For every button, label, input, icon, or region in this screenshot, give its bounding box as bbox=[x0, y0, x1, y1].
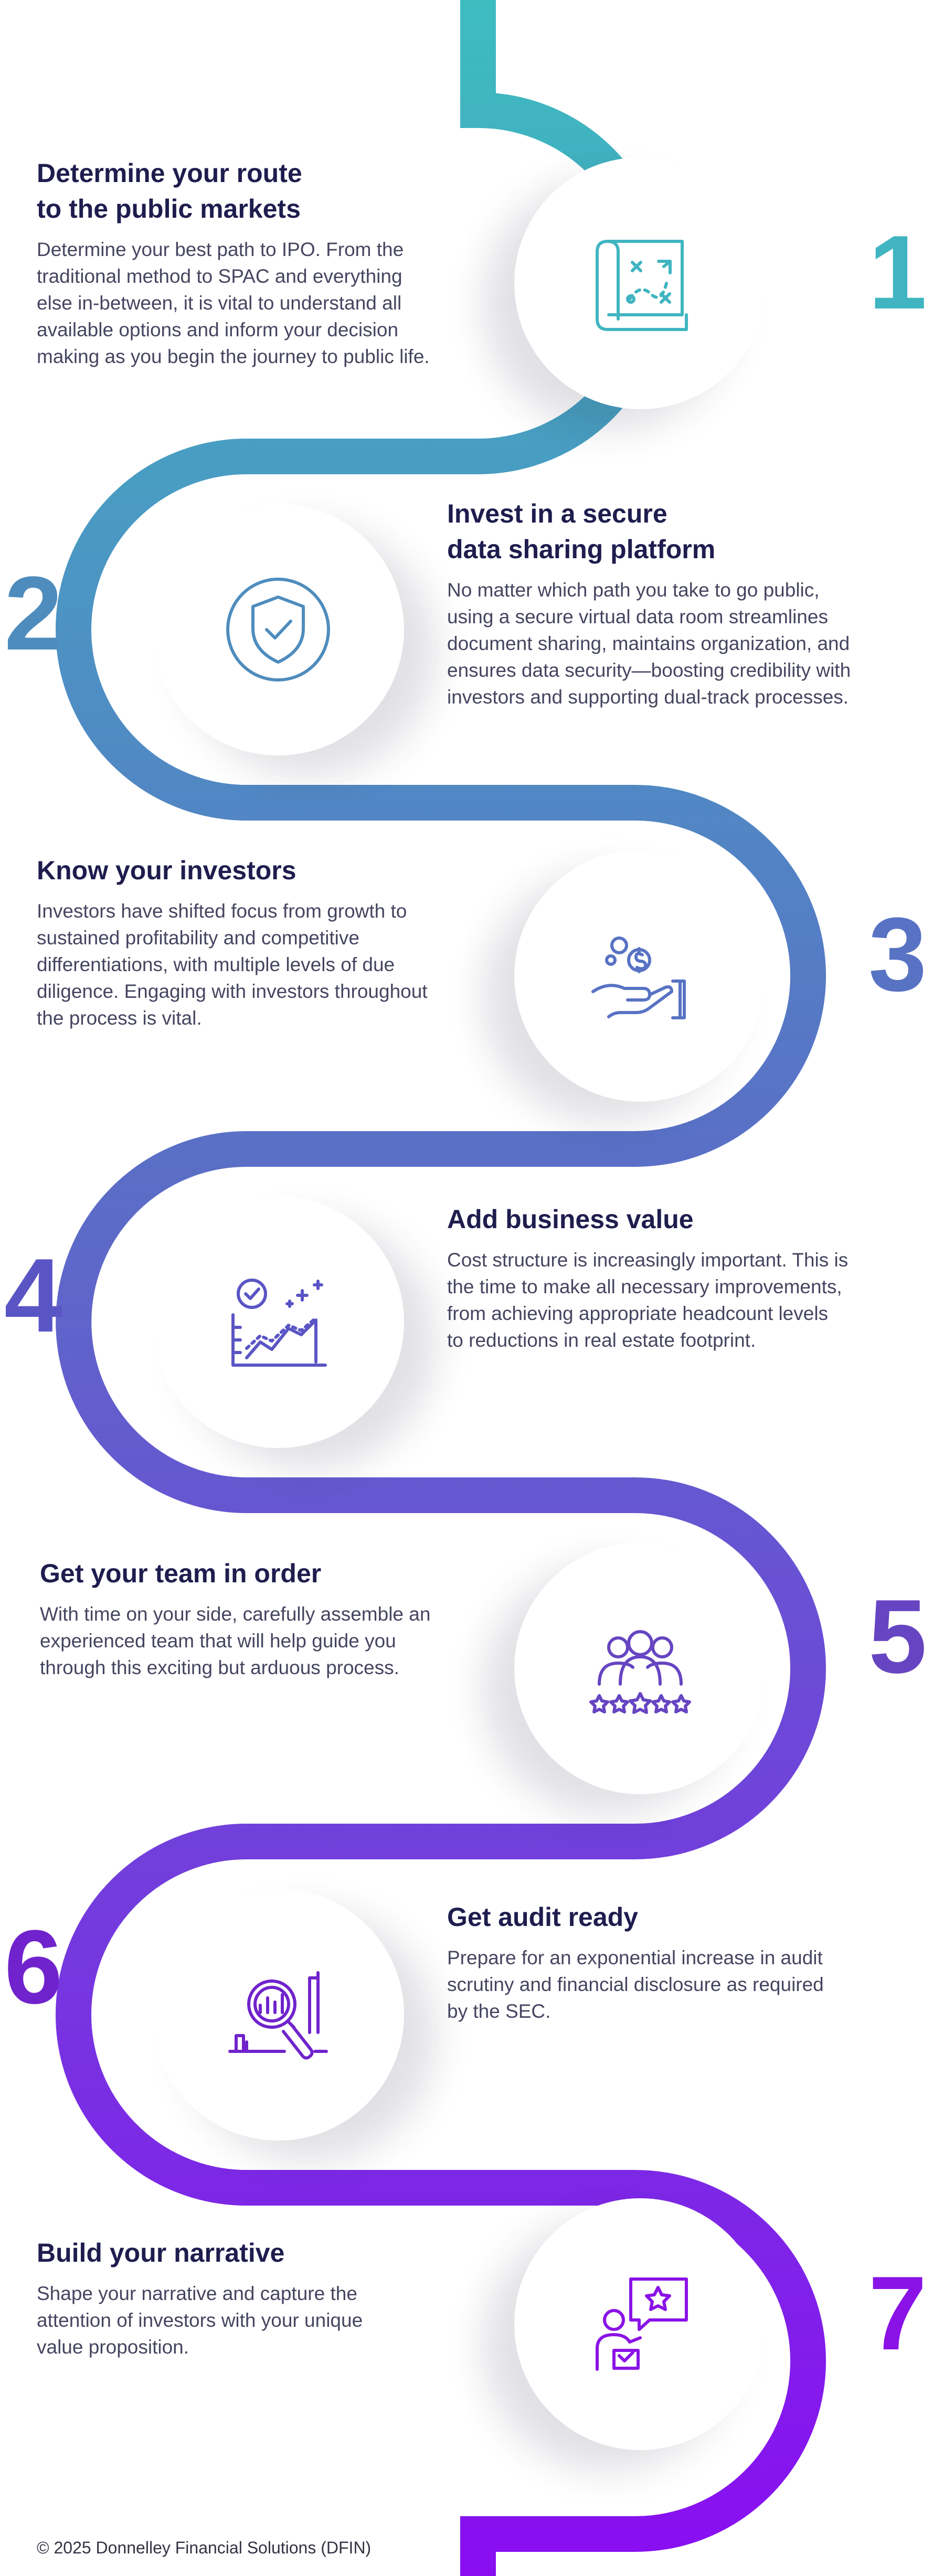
step-2-number: 2 bbox=[4, 555, 63, 672]
step-7-text: Build your narrative Shape your narrativ… bbox=[37, 2235, 509, 2360]
step-5-description: With time on your side, carefully assemb… bbox=[40, 1603, 431, 1678]
step-3-number: 3 bbox=[868, 896, 927, 1013]
step-7-title: Build your narrative bbox=[37, 2238, 285, 2268]
step-3-circle bbox=[514, 850, 766, 1102]
team-stars-icon bbox=[589, 1630, 691, 1714]
step-7-circle bbox=[514, 2198, 766, 2450]
step-1-title: Determine your route to the public marke… bbox=[37, 158, 302, 223]
step-5-title: Get your team in order bbox=[40, 1559, 322, 1588]
growth-chart-icon bbox=[231, 1279, 327, 1367]
step-3-title: Know your investors bbox=[37, 856, 296, 885]
step-7-description: Shape your narrative and capture the att… bbox=[37, 2283, 363, 2358]
copyright-footer: © 2025 Donnelley Financial Solutions (DF… bbox=[37, 2538, 372, 2557]
step-4-text: Add business value Cost structure is inc… bbox=[447, 1201, 919, 1354]
step-2-description: No matter which path you take to go publ… bbox=[447, 579, 851, 708]
step-6-text: Get audit ready Prepare for an exponenti… bbox=[447, 1899, 919, 2025]
step-3-description: Investors have shifted focus from growth… bbox=[37, 900, 428, 1029]
step-4-description: Cost structure is increasingly important… bbox=[447, 1249, 849, 1351]
step-3-text: Know your investors Investors have shift… bbox=[37, 853, 509, 1031]
step-5-text: Get your team in order With time on your… bbox=[40, 1556, 512, 1681]
step-6-description: Prepare for an exponential increase in a… bbox=[447, 1947, 824, 2022]
step-1-number: 1 bbox=[868, 214, 927, 331]
step-2-text: Invest in a secure data sharing platform… bbox=[447, 496, 919, 710]
step-6-title: Get audit ready bbox=[447, 1902, 638, 1932]
step-6-number: 6 bbox=[4, 1909, 63, 2026]
step-4-title: Add business value bbox=[447, 1205, 694, 1234]
step-5-circle bbox=[514, 1542, 766, 1794]
presenter-star-icon bbox=[596, 2277, 688, 2371]
shield-check-icon bbox=[226, 578, 330, 682]
step-7-number: 7 bbox=[868, 2255, 927, 2372]
hand-coins-icon bbox=[591, 936, 686, 1019]
path-ribbon bbox=[56, 0, 826, 2576]
step-4-number: 4 bbox=[4, 1237, 63, 1354]
step-6-circle bbox=[152, 1889, 404, 2141]
step-1-circle bbox=[514, 157, 766, 409]
audit-magnifier-icon bbox=[228, 1971, 328, 2060]
step-4-circle bbox=[152, 1196, 404, 1448]
step-1-text: Determine your route to the public marke… bbox=[37, 155, 509, 370]
step-5-number: 5 bbox=[868, 1578, 927, 1695]
step-2-circle bbox=[152, 504, 404, 755]
step-2-title: Invest in a secure data sharing platform bbox=[447, 499, 716, 564]
step-1-description: Determine your best path to IPO. From th… bbox=[37, 239, 430, 367]
map-icon bbox=[596, 240, 688, 331]
